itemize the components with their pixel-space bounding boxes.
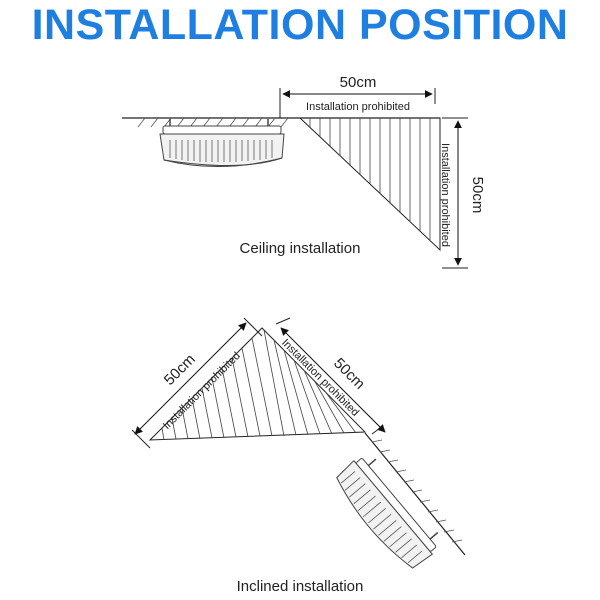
- inclined-left-note: Installation prohibited: [161, 350, 243, 432]
- page-title: INSTALLATION POSITION: [31, 1, 569, 49]
- inclined-right-dimension: [280, 327, 386, 433]
- ceiling-installation-diagram: 50cm Installation prohibited 50cm Instal…: [122, 74, 486, 269]
- inclined-left-distance: 50cm: [161, 351, 199, 389]
- ceiling-caption: Ceiling installation: [240, 240, 361, 257]
- inclined-left-dimension: [134, 322, 247, 435]
- inclined-installation-diagram: 50cm Installation prohibited 50cm Instal…: [131, 317, 466, 595]
- smoke-detector-icon: [336, 458, 439, 569]
- ceiling-prohibited-zone: [298, 117, 441, 252]
- ceiling-vertical-note: Installation prohibited: [439, 143, 451, 247]
- inclined-ceiling-line: [364, 432, 466, 556]
- ceiling-vertical-distance: 50cm: [469, 177, 486, 214]
- ceiling-horizontal-note: Installation prohibited: [306, 101, 410, 113]
- smoke-detector-icon: [159, 119, 285, 168]
- inclined-caption: Inclined installation: [237, 578, 364, 595]
- ceiling-horizontal-distance: 50cm: [340, 74, 377, 91]
